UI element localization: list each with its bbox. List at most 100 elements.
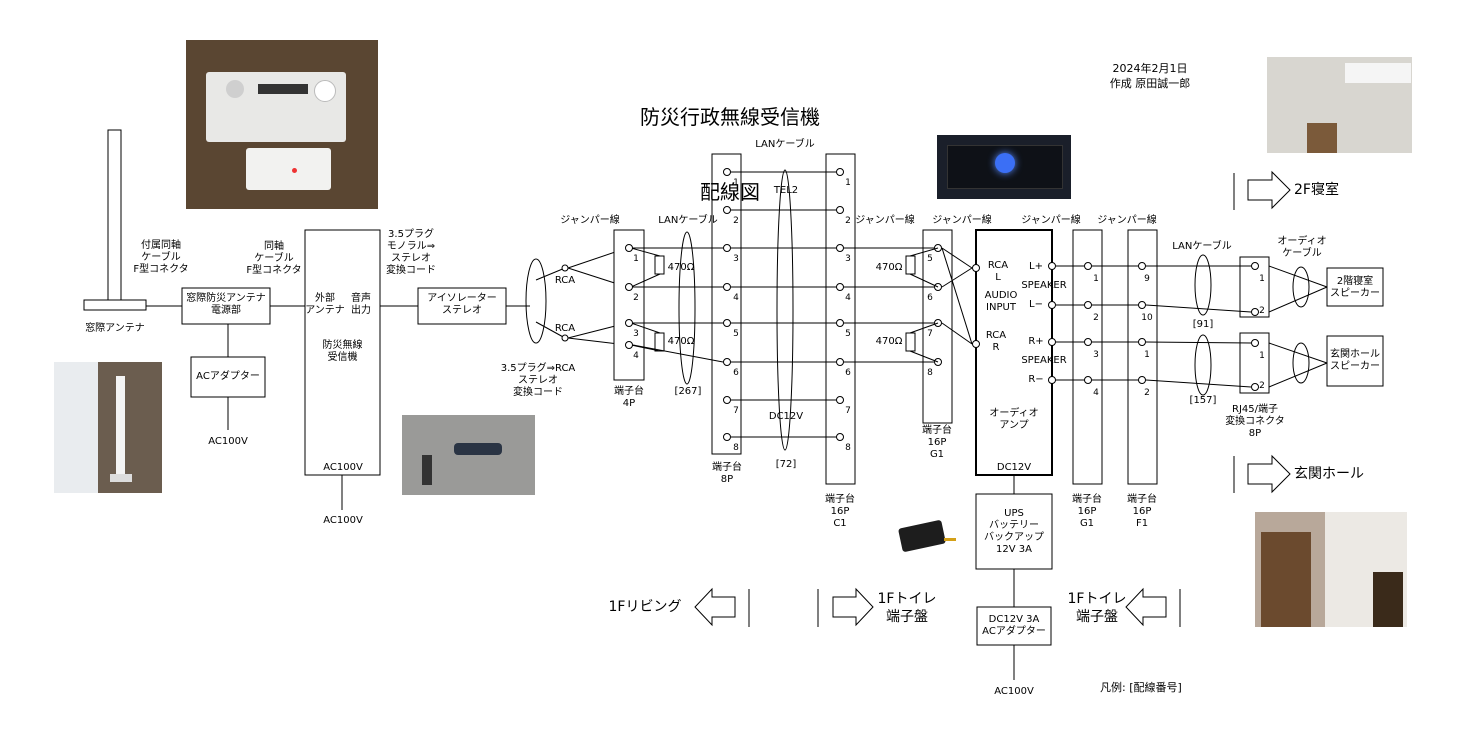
tbg1-right-pin: 2: [1093, 313, 1099, 323]
tbg1-left-pin: 8: [927, 368, 933, 378]
wire: [941, 322, 973, 345]
tb8p-pin: 6: [733, 368, 739, 378]
tb8p-pin: 1: [733, 178, 739, 188]
terminal-screw: [1138, 301, 1146, 309]
ref-91: [91]: [1192, 319, 1214, 330]
terminal-screw: [1138, 338, 1146, 346]
amp-dc: DC12V: [996, 462, 1032, 473]
resistor-label-2: 470Ω: [667, 336, 695, 347]
tbg1-right-label: 端子台 16P G1: [1072, 494, 1102, 529]
rj45-pin: 1: [1259, 274, 1265, 284]
ac-adapter-box: [190, 356, 266, 398]
wire: [909, 273, 939, 288]
tbf1-pin: 1: [1144, 350, 1150, 360]
wire: [941, 267, 973, 288]
antenna-base: [83, 299, 147, 311]
title-line2: 配線図: [700, 180, 760, 204]
doc-author: 作成 原田誠一郎: [1109, 77, 1191, 90]
isolator-label: アイソレーター ステレオ: [427, 293, 497, 316]
terminal-screw: [625, 341, 633, 349]
terminal-block-g1-right: [1072, 229, 1103, 485]
dest-entrance: 玄関ホール: [1294, 466, 1364, 482]
dc12v-wire-label: DC12V: [768, 411, 804, 422]
resistor-label-1: 470Ω: [667, 262, 695, 273]
plug-cord-label: 3.5プラグ モノラル⇒ ステレオ 変換コード: [386, 229, 436, 276]
amp-rca-r: RCA R: [985, 330, 1007, 353]
tb8p-pin: 4: [733, 293, 739, 303]
antenna-label: 窓際アンテナ: [85, 323, 145, 334]
terminal-screw: [836, 433, 844, 441]
tbg1-left-label: 端子台 16P G1: [922, 425, 952, 460]
terminal-block-8p: [711, 153, 742, 455]
tb8p-label: 端子台 8P: [712, 462, 742, 485]
rj45-label: RJ45/端子 変換コネクタ 8P: [1225, 404, 1285, 439]
ref-267: [267]: [674, 386, 702, 397]
isolator-box: [417, 287, 507, 325]
receiver-box: [304, 229, 381, 476]
tb4p-pin: 1: [633, 254, 639, 264]
rca-label-1: RCA: [554, 275, 576, 286]
terminal-screw: [972, 340, 980, 348]
dest-bedroom: 2F寝室: [1294, 182, 1339, 198]
tbc1-pin: 4: [845, 293, 851, 303]
terminal-screw: [1048, 376, 1056, 384]
terminal-screw: [1138, 376, 1146, 384]
bedroom-speaker-label: 2階寝室 スピーカー: [1330, 276, 1380, 299]
amp-name: オーディオ アンプ: [989, 408, 1039, 431]
amp-r-plus: R+: [1028, 336, 1044, 347]
terminal-block-4p: [613, 229, 645, 381]
cable-photo: [402, 415, 535, 495]
terminal-screw: [723, 206, 731, 214]
wire: [909, 322, 939, 334]
wire: [1145, 304, 1252, 313]
terminal-screw: [836, 319, 844, 327]
lan-cable-label-1: LANケーブル: [658, 215, 718, 226]
tbc1-label: 端子台 16P C1: [825, 494, 855, 529]
terminal-screw: [836, 358, 844, 366]
terminal-screw: [625, 244, 633, 252]
amp-speaker-l: SPEAKER: [1021, 280, 1067, 291]
audio-amp-box: [975, 229, 1053, 476]
entrance-speaker-box: [1326, 335, 1384, 387]
terminal-screw: [836, 206, 844, 214]
wire: [909, 247, 939, 257]
resistor-label-4: 470Ω: [875, 336, 903, 347]
dest-toilet1: 1Fトイレ 端子盤: [877, 591, 937, 625]
terminal-screw: [723, 319, 731, 327]
lan-cable-label-3: LANケーブル: [1172, 241, 1232, 252]
wire: [909, 350, 939, 363]
antenna-power-label: 窓際防災アンテナ 電源部: [186, 293, 266, 316]
tbc1-pin: 3: [845, 254, 851, 264]
tbc1-pin: 8: [845, 443, 851, 453]
terminal-screw: [625, 319, 633, 327]
terminal-screw: [625, 283, 633, 291]
receiver-audio-out: 音声 出力: [351, 293, 371, 316]
tbc1-pin: 6: [845, 368, 851, 378]
terminal-screw: [1251, 383, 1259, 391]
tb4p-pin: 2: [633, 293, 639, 303]
tbg1-left-pin: 7: [927, 329, 933, 339]
tb4p-pin: 4: [633, 351, 639, 361]
rj45-pin: 1: [1259, 351, 1265, 361]
tb4p-label: 端子台 4P: [614, 386, 644, 409]
tbc1-pin: 5: [845, 329, 851, 339]
terminal-screw: [1251, 308, 1259, 316]
dest-toilet2: 1Fトイレ 端子盤: [1067, 591, 1127, 625]
terminal-screw: [723, 433, 731, 441]
wire: [941, 247, 973, 269]
wire: [1145, 379, 1252, 388]
bedroom-photo: [1267, 57, 1412, 153]
jumper-label-4: ジャンパー線: [1021, 215, 1081, 226]
coax-cable-label: 同軸 ケーブル F型コネクタ: [246, 241, 302, 276]
terminal-screw: [1084, 262, 1092, 270]
amp-l-minus: L−: [1029, 299, 1043, 310]
amp-l-plus: L+: [1029, 261, 1043, 272]
rca-cord-label: 3.5プラグ⇒RCA ステレオ 変換コード: [500, 363, 576, 398]
terminal-screw: [1084, 338, 1092, 346]
terminal-screw: [723, 358, 731, 366]
dc-adapter-ac-label: AC100V: [994, 686, 1034, 697]
tbg1-left-pin: 6: [927, 293, 933, 303]
tbc1-pin: 7: [845, 406, 851, 416]
tb8p-pin: 8: [733, 443, 739, 453]
